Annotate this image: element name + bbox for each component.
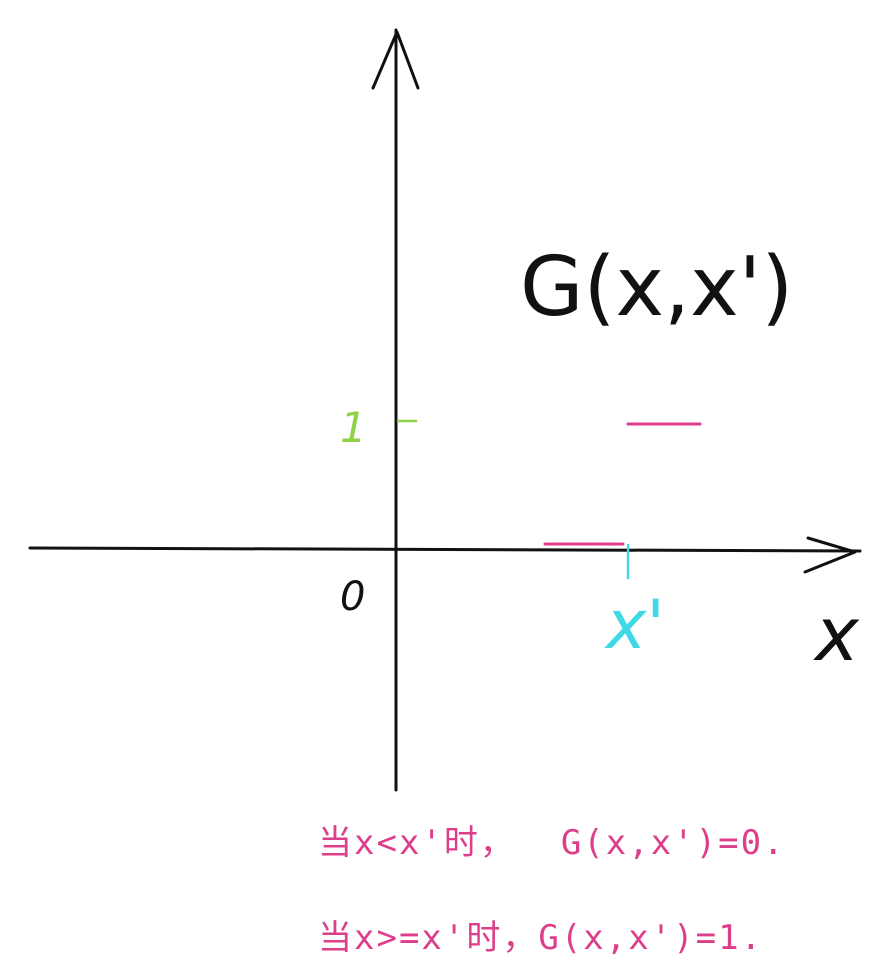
condition-greater-equal-note: 当x>=x'时，G(x,x')=1. [318, 918, 764, 958]
x-axis-label: x [813, 592, 860, 678]
condition-less-than-note: 当x<x'时， G(x,x')=0. [318, 823, 786, 863]
x-axis-arrowhead [803, 536, 857, 574]
y-tick-one-label: 1 [340, 403, 367, 452]
x-axis [28, 546, 862, 553]
function-label: G(x,x') [520, 240, 793, 335]
x-prime-label: x' [604, 586, 665, 665]
origin-label: 0 [340, 574, 365, 620]
y-axis-arrowhead [371, 30, 420, 90]
